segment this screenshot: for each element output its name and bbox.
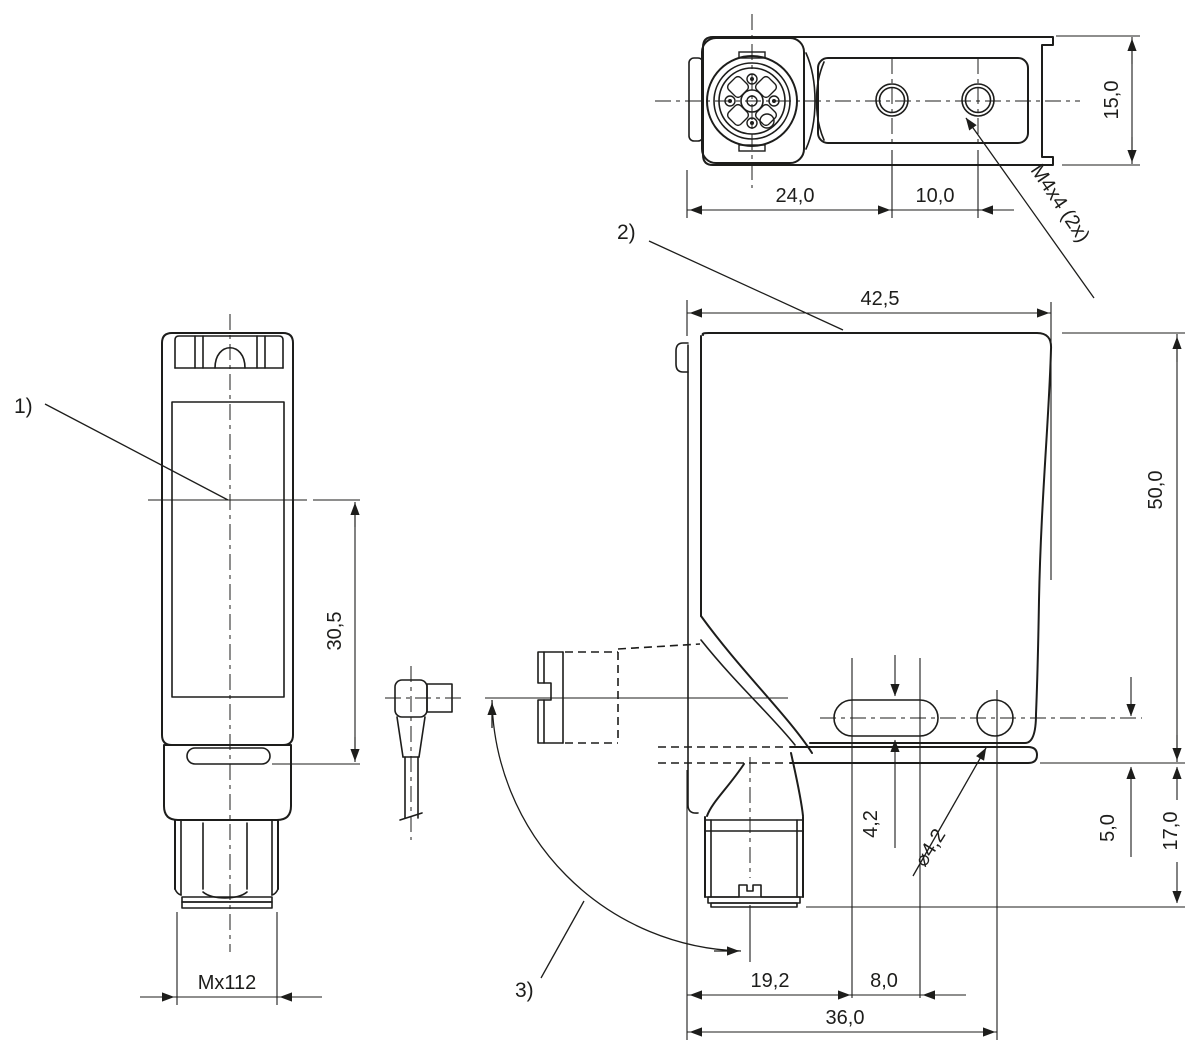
front-optical-window <box>171 401 285 698</box>
dim-side-face-to-hole: 36,0 <box>687 1007 997 1037</box>
svg-text:50,0: 50,0 <box>1145 471 1167 510</box>
dim-side-connector-height: 17,0 <box>1160 766 1182 904</box>
svg-text:42,5: 42,5 <box>861 288 900 310</box>
corner <box>701 332 710 336</box>
svg-text:4,2: 4,2 <box>860 810 882 838</box>
side-body-outline <box>708 332 1053 744</box>
dim-top-height: 15,0 <box>1056 35 1140 166</box>
svg-text:30,5: 30,5 <box>324 612 346 651</box>
svg-text:3): 3) <box>515 979 534 1002</box>
svg-text:15,0: 15,0 <box>1101 81 1123 120</box>
top-connector-block <box>701 37 805 164</box>
svg-text:M4x4 (2x): M4x4 (2x) <box>1026 160 1094 246</box>
dim-side-connector-offset: 19,2 <box>687 970 852 1000</box>
dim-top-hole-spacing: 10,0 <box>892 185 1014 215</box>
front-top-bracket <box>174 335 284 369</box>
dim-side-slot-length: 8,0 <box>852 970 966 1000</box>
top-view: 24,0 10,0 15,0 M4x4 (2x) <box>655 14 1140 299</box>
callout-3: 3) <box>515 900 585 1002</box>
dim-front-thread: Mx112 <box>140 912 322 1005</box>
svg-text:19,2: 19,2 <box>751 970 790 992</box>
svg-text:5,0: 5,0 <box>1097 814 1119 842</box>
callout-2: 2) <box>617 221 844 331</box>
front-washer <box>181 896 273 909</box>
svg-text:8,0: 8,0 <box>870 970 898 992</box>
side-mounting-bracket <box>675 342 813 814</box>
side-view: 42,5 50,0 5,0 17,0 4,2 ⌀4 <box>485 221 1185 1040</box>
top-left-tab <box>688 57 704 142</box>
front-view: 30,5 Mx112 1) <box>14 314 360 1005</box>
callout-1: 1) <box>14 395 229 501</box>
front-pill-slot <box>186 747 271 765</box>
dim-side-hole-offset: 5,0 <box>1097 677 1136 857</box>
svg-text:10,0: 10,0 <box>916 185 955 207</box>
side-flange <box>789 746 1038 764</box>
dim-side-width: 42,5 <box>686 288 1052 580</box>
swivel-arc <box>487 699 742 956</box>
front-shoulder <box>163 744 292 821</box>
dim-front-optical-axis-height: 30,5 <box>324 502 360 762</box>
svg-text:24,0: 24,0 <box>776 185 815 207</box>
side-connector-plug <box>704 752 804 908</box>
dim-side-slot-width: 4,2 <box>860 655 900 848</box>
front-threaded-stud <box>174 819 279 899</box>
side-connector-ghost <box>537 643 788 764</box>
svg-text:⌀4,2: ⌀4,2 <box>911 825 951 870</box>
connector-key <box>759 113 775 129</box>
svg-text:17,0: 17,0 <box>1160 812 1182 851</box>
svg-text:2): 2) <box>617 221 636 244</box>
top-body-outline <box>702 36 1054 166</box>
dim-side-hole-diameter: ⌀4,2 <box>911 747 987 877</box>
callout-thread-holes: M4x4 (2x) <box>965 117 1095 299</box>
dim-side-height: 50,0 <box>1145 334 1182 762</box>
svg-text:Mx112: Mx112 <box>198 972 257 994</box>
svg-text:36,0: 36,0 <box>826 1007 865 1029</box>
angled-connector-detail <box>385 666 462 840</box>
svg-text:1): 1) <box>14 395 33 418</box>
front-body-outline <box>161 332 294 746</box>
dim-top-face-to-hole: 24,0 <box>687 185 892 215</box>
